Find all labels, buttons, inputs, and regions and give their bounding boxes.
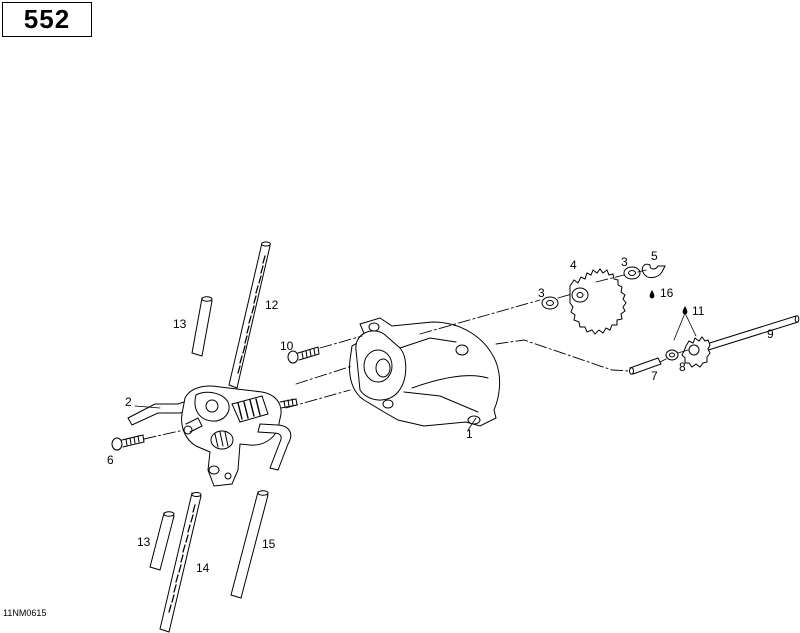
drawing-code: 11NM0615 xyxy=(3,608,47,618)
leader-lines xyxy=(134,312,697,431)
tube-15 xyxy=(230,490,269,599)
callout-5: 5 xyxy=(651,249,658,263)
gear-4 xyxy=(569,268,627,335)
callout-15: 15 xyxy=(262,537,276,551)
callout-12: 12 xyxy=(265,298,279,312)
callout-16: 16 xyxy=(660,286,674,300)
tube-13-upper xyxy=(191,296,213,357)
callout-1: 1 xyxy=(466,427,473,441)
callout-4: 4 xyxy=(570,258,577,272)
callout-13-upper: 13 xyxy=(173,317,187,331)
callout-13-lower: 13 xyxy=(137,535,151,549)
callout-10: 10 xyxy=(280,339,294,353)
shaft-9 xyxy=(681,315,800,368)
washer-3-right xyxy=(623,266,641,280)
alignment-lines xyxy=(143,269,689,440)
callout-3-left: 3 xyxy=(538,286,545,300)
tube-12 xyxy=(228,241,271,389)
tube-14 xyxy=(159,492,202,633)
screw-10 xyxy=(287,346,320,364)
tube-13-lower xyxy=(149,511,175,571)
callout-14: 14 xyxy=(196,561,210,575)
oil-pump-assembly xyxy=(181,385,298,487)
washer-3-left xyxy=(541,296,559,310)
screw-6 xyxy=(111,434,145,451)
callout-7: 7 xyxy=(651,369,658,383)
pin-7 xyxy=(629,357,662,375)
page-number: 552 xyxy=(2,2,92,37)
clip-5 xyxy=(641,263,666,279)
oil-drop-icon-16 xyxy=(649,289,655,299)
washer-8 xyxy=(665,349,679,361)
callout-3-right: 3 xyxy=(621,255,628,269)
callout-8: 8 xyxy=(679,360,686,374)
callout-6: 6 xyxy=(107,453,114,467)
pump-cover-1 xyxy=(349,317,501,427)
callout-11: 11 xyxy=(692,304,705,318)
callout-9: 9 xyxy=(767,327,774,341)
callout-2: 2 xyxy=(125,395,132,409)
